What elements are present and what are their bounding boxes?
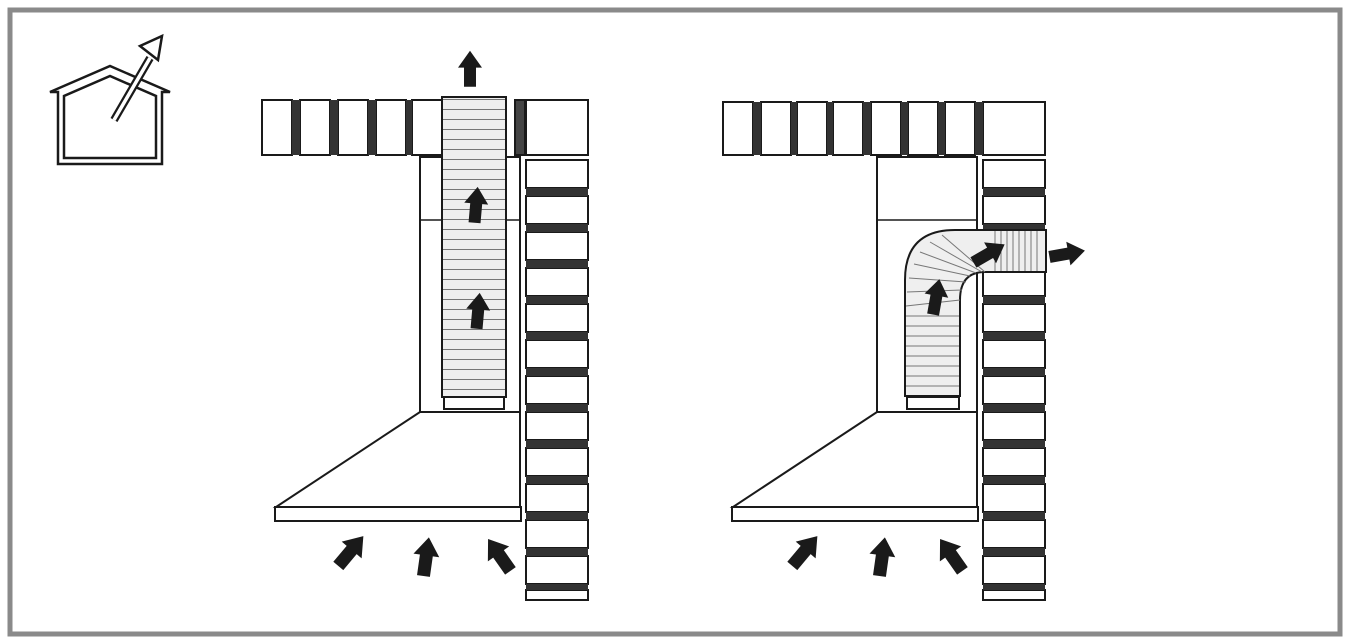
vertical-duct-installation <box>261 50 589 601</box>
ceiling-bricks-right <box>722 101 1046 156</box>
horizontal-duct-installation <box>722 101 1087 601</box>
hood-base-right <box>731 506 979 522</box>
ceiling-bricks-left <box>261 99 589 156</box>
house-exhaust-outside-icon <box>49 33 171 166</box>
duct-elbow <box>904 229 1047 397</box>
wall-bricks-left <box>525 159 589 601</box>
hood-base-left <box>274 506 522 522</box>
duct-vertical <box>441 96 507 398</box>
diagram-frame <box>7 7 1343 637</box>
